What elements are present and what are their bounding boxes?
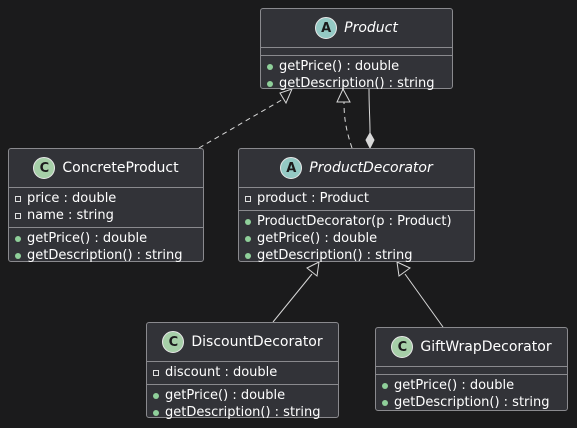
public-visibility-icon — [153, 392, 159, 399]
edge-discount-to-decorator — [272, 273, 313, 323]
public-visibility-icon — [245, 235, 251, 242]
method-row: ProductDecorator(p : Product) — [239, 213, 474, 230]
method-text: getPrice() : double — [279, 59, 400, 74]
abstract-class-badge-icon: A — [280, 157, 303, 179]
attributes-section — [376, 366, 567, 374]
public-visibility-icon — [245, 218, 251, 225]
method-row: getPrice() : double — [376, 377, 567, 394]
class-badge-icon: C — [162, 331, 185, 353]
method-row: getPrice() : double — [261, 58, 452, 75]
method-text: getPrice() : double — [165, 388, 286, 403]
method-row: getPrice() : double — [9, 230, 203, 247]
edge-product-to-decorator — [368, 88, 371, 134]
public-visibility-icon — [245, 252, 251, 259]
methods-section: getPrice() : double getDescription() : st… — [147, 384, 338, 424]
class-badge-icon: C — [391, 336, 414, 358]
public-visibility-icon — [382, 382, 388, 389]
method-text: getDescription() : string — [257, 248, 413, 263]
class-header: A ProductDecorator — [239, 149, 474, 187]
class-name: ProductDecorator — [309, 160, 433, 176]
edge-product-to-decorator-diamond — [365, 131, 375, 150]
attribute-text: discount : double — [165, 365, 278, 380]
public-visibility-icon — [153, 409, 159, 416]
method-text: getPrice() : double — [27, 231, 148, 246]
method-text: ProductDecorator(p : Product) — [257, 214, 452, 229]
class-badge-icon: C — [33, 157, 56, 179]
attribute-text: price : double — [27, 191, 117, 206]
methods-section: getPrice() : double getDescription() : st… — [9, 227, 203, 267]
method-text: getPrice() : double — [257, 231, 378, 246]
edge-giftwrap-to-decorator-arrowhead — [396, 261, 411, 277]
attributes-section: discount : double — [147, 361, 338, 384]
method-row: getDescription() : string — [261, 75, 452, 92]
public-visibility-icon — [382, 399, 388, 406]
class-discount-decorator[interactable]: C DiscountDecorator discount : double ge… — [146, 322, 339, 420]
method-text: getDescription() : string — [165, 405, 321, 420]
class-name: Product — [344, 20, 398, 36]
methods-section: getPrice() : double getDescription() : st… — [376, 374, 567, 414]
public-visibility-icon — [267, 80, 273, 87]
method-row: getPrice() : double — [147, 387, 338, 404]
method-row: getDescription() : string — [147, 404, 338, 421]
private-visibility-icon — [245, 195, 251, 202]
public-visibility-icon — [267, 63, 273, 70]
method-text: getDescription() : string — [279, 76, 435, 91]
public-visibility-icon — [15, 235, 21, 242]
edge-discount-to-decorator-arrowhead — [306, 261, 320, 277]
attributes-section — [261, 47, 452, 55]
edge-decorator-to-product — [343, 101, 353, 149]
attribute-text: product : Product — [257, 191, 370, 206]
edge-concrete-to-product-arrowhead — [279, 88, 293, 105]
method-row: getDescription() : string — [376, 394, 567, 411]
private-visibility-icon — [153, 369, 159, 376]
class-concrete-product[interactable]: C ConcreteProduct price : double name : s… — [8, 148, 204, 263]
class-name: GiftWrapDecorator — [420, 339, 552, 355]
attributes-section: product : Product — [239, 187, 474, 210]
class-product-decorator[interactable]: A ProductDecorator product : Product Pro… — [238, 148, 475, 263]
edge-concrete-to-product — [198, 97, 286, 149]
method-row: getPrice() : double — [239, 230, 474, 247]
class-product[interactable]: A Product getPrice() : double getDescript… — [260, 8, 453, 91]
method-text: getDescription() : string — [394, 395, 550, 410]
class-header: C GiftWrapDecorator — [376, 328, 567, 366]
class-header: C DiscountDecorator — [147, 323, 338, 361]
attribute-row: product : Product — [239, 190, 474, 207]
class-header: C ConcreteProduct — [9, 149, 203, 187]
attribute-text: name : string — [27, 208, 114, 223]
method-text: getPrice() : double — [394, 378, 515, 393]
attribute-row: discount : double — [147, 364, 338, 381]
attribute-row: name : string — [9, 207, 203, 224]
public-visibility-icon — [15, 252, 21, 259]
methods-section: ProductDecorator(p : Product) getPrice() … — [239, 210, 474, 267]
edge-decorator-to-product-arrowhead — [336, 87, 351, 103]
private-visibility-icon — [15, 195, 21, 202]
method-row: getDescription() : string — [9, 247, 203, 264]
private-visibility-icon — [15, 212, 21, 219]
method-row: getDescription() : string — [239, 247, 474, 264]
attribute-row: price : double — [9, 190, 203, 207]
abstract-class-badge-icon: A — [315, 17, 338, 39]
methods-section: getPrice() : double getDescription() : st… — [261, 55, 452, 95]
class-name: ConcreteProduct — [62, 160, 179, 176]
edge-giftwrap-to-decorator — [404, 273, 444, 328]
class-header: A Product — [261, 9, 452, 47]
method-text: getDescription() : string — [27, 248, 183, 263]
class-name: DiscountDecorator — [191, 334, 323, 350]
attributes-section: price : double name : string — [9, 187, 203, 227]
